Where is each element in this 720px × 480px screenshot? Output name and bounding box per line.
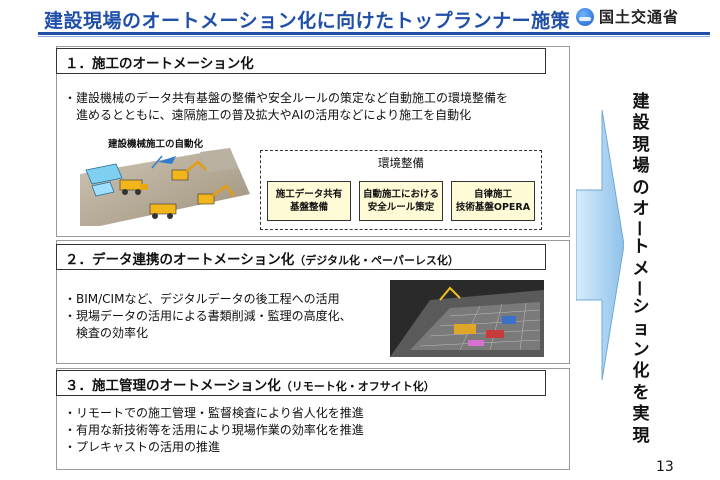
section-1-heading-text: １．施工のオートメーション化 [65,56,254,72]
section-2-heading-text: ２．データ連携のオートメーション化 [65,252,295,268]
box-line: 自動施工における [362,189,439,200]
vertical-char: シ [632,297,650,318]
section-2-heading: ２．データ連携のオートメーション化（デジタル化・ペーパーレス化） [56,244,546,270]
section-2-subheading: （デジタル化・ペーパーレス化） [294,254,459,267]
vertical-char: ョ [632,318,650,339]
ministry-logo: 国土交通省 [576,6,679,27]
box-line: 施工データ共有 [275,189,343,200]
section-1-line: ・建設機械のデータ共有基盤の整備や安全ルールの策定など自動施工の環境整備を [64,91,509,105]
environment-title: 環境整備 [378,156,424,170]
mlit-logo-icon [576,7,594,26]
section-1-heading: １．施工のオートメーション化 [56,48,546,74]
bim-cim-model-image [390,280,544,357]
vertical-char: 実 [632,404,650,425]
vertical-char: 場 [632,156,650,177]
section-2-line: ・現場データの活用による書類削減・監理の高度化、 [64,309,352,323]
section-3-line: ・有用な新技術等を活用により現場作業の効率化を推進 [64,423,364,437]
vertical-char: 化 [632,361,650,382]
section-2-line: ・BIM/CIMなど、デジタルデータの後工程への活用 [64,292,340,306]
environment-setup-panel: 環境整備 施工データ共有 基盤整備 自動施工における 安全ルール策定 自律施工 … [260,150,542,230]
vertical-char: 現 [632,134,650,155]
bim-model-icon [390,280,544,357]
vertical-conclusion-text: 建 設 現 場 の オ ー ト メ ー シ ョ ン 化 を 実 現 [626,92,656,447]
section-3-text: ・リモートでの施工管理・監督検査により省人化を推進 ・有用な新技術等を活用により… [64,405,364,456]
vertical-char: 設 [632,113,650,134]
vertical-char: を [632,382,650,403]
safety-rule-box: 自動施工における 安全ルール策定 [359,181,443,221]
section-2-text: ・BIM/CIMなど、デジタルデータの後工程への活用 ・現場データの活用による書… [64,291,352,342]
section-1-text: ・建設機械のデータ共有基盤の整備や安全ルールの策定など自動施工の環境整備を 進め… [64,90,508,124]
section-2-line: 検査の効率化 [64,326,149,340]
construction-site-icon [80,148,250,226]
box-line: 基盤整備 [289,202,328,213]
vertical-char: メ [632,258,650,279]
vertical-char: ー [627,220,648,238]
vertical-char: の [632,177,650,198]
vertical-char: ト [632,237,650,258]
box-line: 技術基盤OPERA [455,202,531,213]
vertical-char: 建 [632,92,650,112]
logo-text: 国土交通省 [599,8,680,26]
illustration-label: 建設機械施工の自動化 [108,139,204,150]
right-arrow-icon [575,109,625,384]
section-3-heading: ３．施工管理のオートメーション化（リモート化・オフサイト化） [56,370,546,396]
title-underline [38,32,710,35]
box-line: 安全ルール策定 [367,202,435,213]
vertical-char: オ [632,199,650,220]
title-underline-thin [38,36,710,37]
section-3-line: ・プレキャストの活用の推進 [64,440,221,454]
vertical-char: 現 [632,425,650,446]
vertical-char: ン [632,340,650,361]
data-sharing-platform-box: 施工データ共有 基盤整備 [267,181,351,221]
section-3-subheading: （リモート化・オフサイト化） [280,380,435,393]
construction-machinery-illustration [80,134,250,226]
page-number: 13 [656,459,674,475]
vertical-char: ー [627,280,648,298]
box-line: 自律施工 [473,189,512,200]
opera-platform-box: 自律施工 技術基盤OPERA [451,181,535,221]
page-title: 建設現場のオートメーション化に向けたトップランナー施策 [44,10,571,32]
section-3-heading-text: ３．施工管理のオートメーション化 [65,378,281,394]
section-3-line: ・リモートでの施工管理・監督検査により省人化を推進 [64,406,364,420]
section-1-line: 進めるとともに、遠隔施工の普及拡大やAIの活用などにより施工を自動化 [64,108,472,122]
